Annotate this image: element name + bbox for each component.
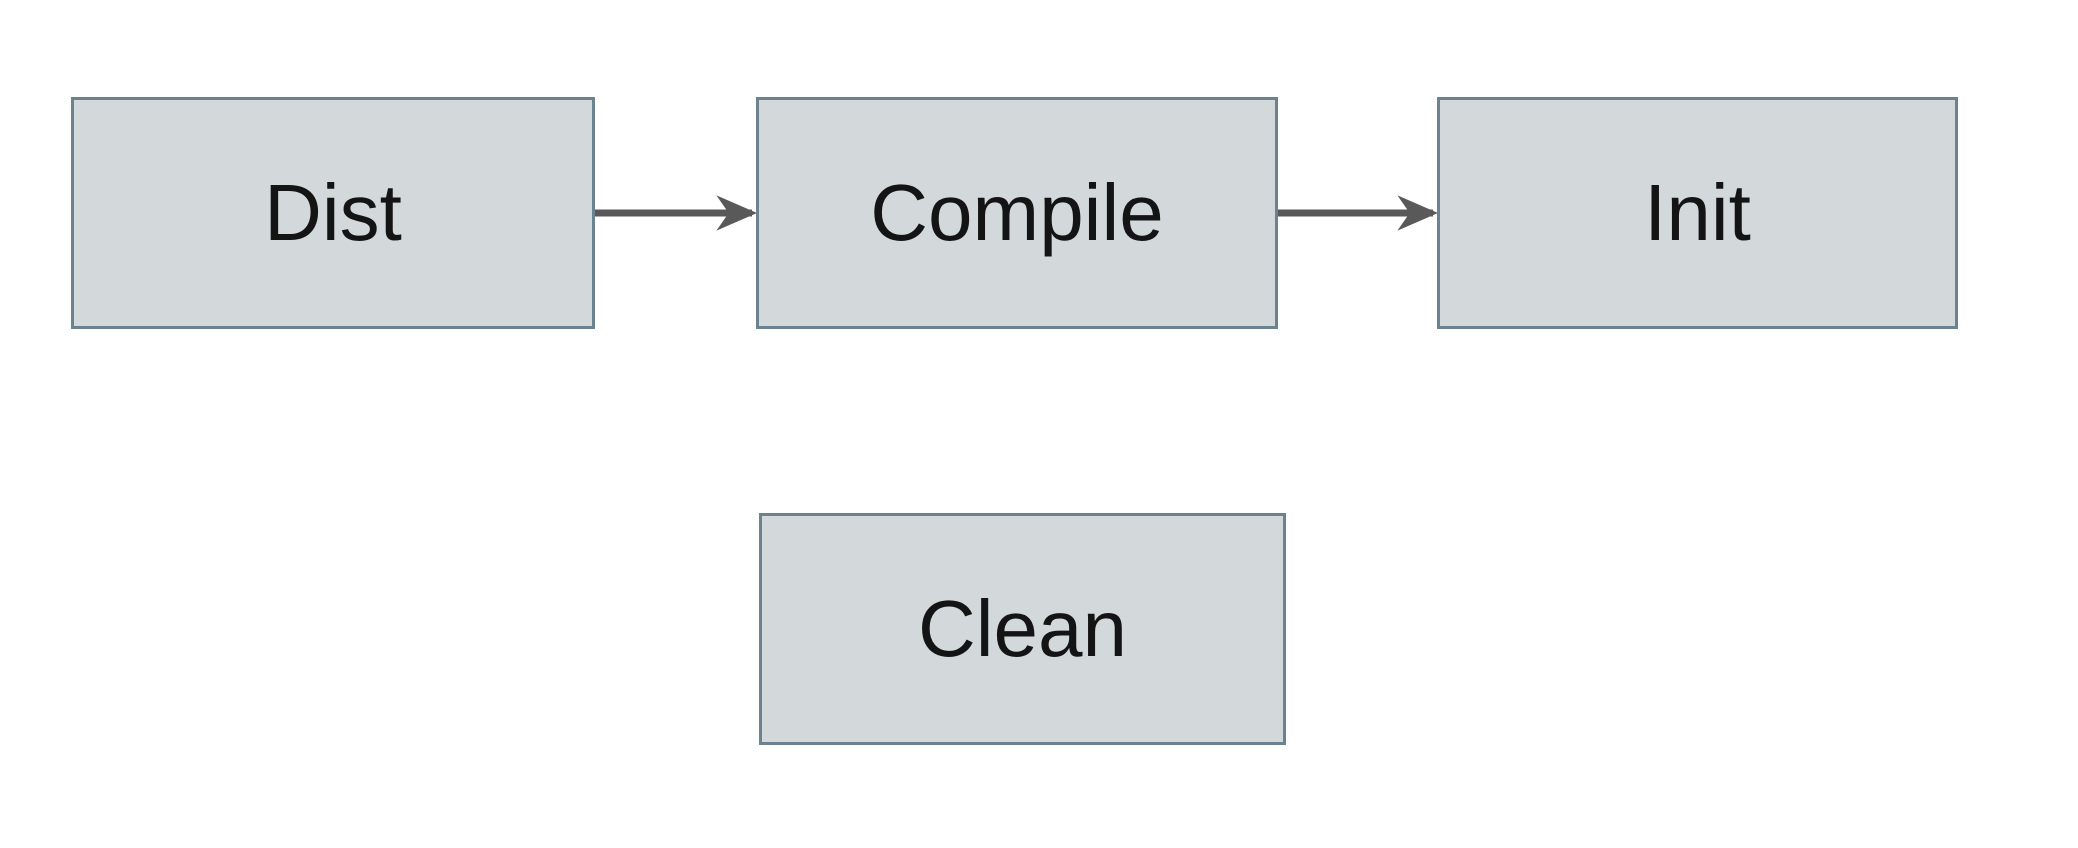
node-compile[interactable]: Compile: [756, 97, 1278, 329]
node-clean-label: Clean: [917, 584, 1128, 673]
node-dist-label: Dist: [264, 168, 402, 257]
node-clean[interactable]: Clean: [759, 513, 1286, 745]
node-init-label: Init: [1644, 168, 1751, 257]
node-compile-label: Compile: [870, 168, 1164, 257]
node-init[interactable]: Init: [1437, 97, 1958, 329]
node-dist[interactable]: Dist: [71, 97, 595, 329]
